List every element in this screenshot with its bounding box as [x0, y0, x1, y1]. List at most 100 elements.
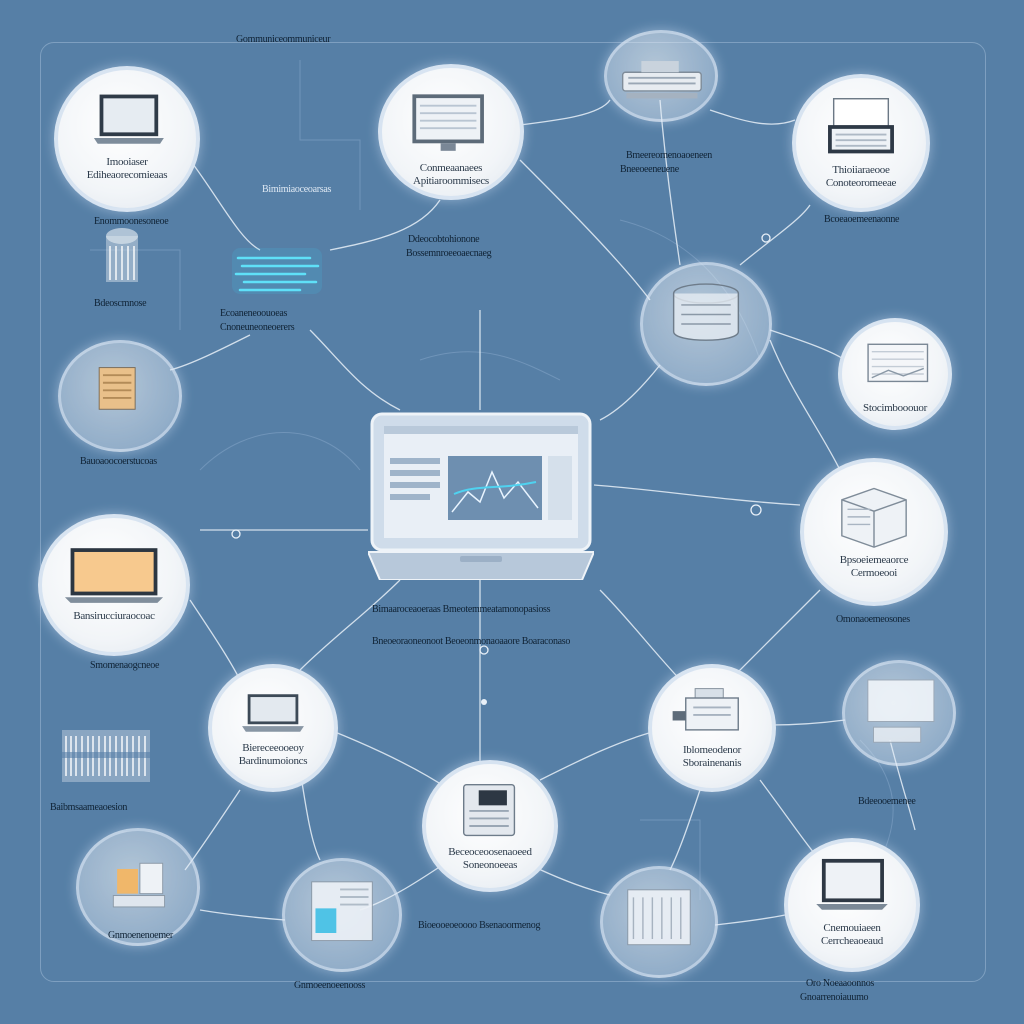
node-label: Ediheaorecomieaas	[86, 169, 168, 181]
central-laptop	[366, 412, 596, 581]
node-label: Soneonoeeas	[462, 859, 518, 871]
node-label: Iblomeodenor	[682, 744, 742, 756]
display-icon	[867, 343, 929, 383]
node-display[interactable]: Stocimbooouor	[838, 318, 952, 430]
cube-device-icon	[841, 487, 907, 548]
connector	[709, 109, 796, 125]
connector	[519, 159, 651, 301]
node-label: Cnemouiaeen	[823, 922, 881, 934]
connector	[599, 364, 661, 421]
storage-icon	[462, 783, 516, 837]
connector	[769, 719, 846, 726]
caption: Ecoaneneoouoeas	[220, 308, 288, 319]
caption: Oro Noeaaoonnos	[806, 978, 874, 989]
node-monitor-top-right[interactable]: Thioiiaraeooe Conoteoromeeae	[792, 74, 930, 212]
node-label: Conmeaanaees	[419, 162, 483, 174]
monitor-icon	[828, 98, 894, 154]
caption: Bmeereornenoaoeneen	[626, 150, 712, 161]
node-label: Biereceeooeoy	[242, 742, 304, 754]
data-stream-glow	[232, 248, 322, 294]
caption: Cnoneuneoneoerers	[220, 322, 295, 333]
caption: Smomenaogcneoe	[90, 660, 160, 671]
panel-icon	[311, 881, 373, 942]
device-cylinder-icon	[106, 228, 138, 282]
node-printer[interactable]: Iblomeodenor Sborainenanis	[648, 664, 776, 792]
ghost-node-boxes[interactable]	[76, 828, 200, 946]
node-laptop-top-left[interactable]: Imooiaser Ediheaorecomieaas	[54, 66, 200, 212]
laptop-icon	[64, 548, 164, 603]
laptop-icon	[242, 694, 304, 732]
caption: Bioeooeoeoooo Bsenaoormenog	[418, 920, 541, 931]
node-label: Apitiaroommisecs	[413, 175, 489, 187]
node-cube-device[interactable]: Bpsoeiemeaorce Cermoeooi	[800, 458, 948, 606]
node-storage[interactable]: Beceoceoosenaoeed Soneonoeeas	[422, 760, 558, 892]
connector	[593, 484, 801, 506]
connector	[169, 334, 251, 371]
connector	[299, 579, 401, 671]
node-label: Beceoceoosenaoeed	[448, 846, 532, 858]
connector	[199, 909, 286, 921]
caption: Enommoonesoneoe	[94, 216, 169, 227]
printer-icon	[672, 688, 739, 731]
caption: Ddeocobtohionone	[408, 234, 480, 245]
connector	[309, 329, 401, 411]
node-label: Bpsoeiemeaorce	[839, 554, 909, 566]
boxes-icon	[112, 862, 166, 908]
node-label: Thioiiaraeooe	[832, 164, 890, 176]
caption: Gnmoeenoeenooss	[294, 980, 366, 991]
laptop-icon	[366, 412, 596, 581]
caption: Bcoeaoemeenaonne	[824, 214, 900, 225]
ghost-node-screen[interactable]	[842, 660, 956, 766]
node-server-rack[interactable]	[640, 262, 772, 386]
connector	[189, 159, 261, 251]
diagram-title: Gommuniceommuniceur	[236, 34, 331, 45]
caption: Bimimiaoceoarsas	[262, 184, 332, 195]
connector	[669, 789, 701, 871]
node-label: Conoteoromeeae	[825, 177, 897, 189]
screen-icon	[867, 679, 935, 743]
node-router[interactable]	[604, 30, 718, 122]
diagram-frame	[40, 42, 986, 982]
caption: Gnmoenenoemer	[108, 930, 173, 941]
node-laptop-left[interactable]: Bansirucciuraocoac	[38, 514, 190, 656]
caption: Omonaoemeosones	[836, 614, 910, 625]
caption: Bauoaoocoerstucoas	[80, 456, 157, 467]
caption: Bdeeooemenee	[858, 796, 916, 807]
laptop-icon	[816, 858, 888, 910]
caption: Bneeoeeneuene	[620, 164, 679, 175]
connector	[329, 199, 441, 251]
node-label: Cermoeooi	[850, 567, 898, 579]
ghost-node-grid-device[interactable]	[600, 866, 718, 978]
connector	[519, 99, 611, 126]
ghost-node-panel[interactable]	[282, 858, 402, 972]
grid-device-icon	[627, 889, 691, 946]
laptop-icon	[93, 94, 164, 144]
chip-icon	[98, 367, 136, 410]
caption: Bossemnroeeoaecnaeg	[406, 248, 492, 259]
node-label: Sborainenanis	[682, 757, 742, 769]
caption: Gnoarrenoiauumo	[800, 992, 869, 1003]
server-rack-icon	[672, 283, 740, 341]
node-laptop-bottom-right[interactable]: Cnemouiaeen Cerrcheaoeaud	[784, 838, 920, 972]
data-panel-graphic	[62, 730, 150, 782]
center-caption-1: Bimaaroceaoeraas Bmeotemmeatamonopasioss	[372, 604, 551, 615]
router-icon	[621, 61, 702, 99]
node-label: Stocimbooouor	[863, 402, 927, 414]
caption: Baibmsaameaoesion	[50, 802, 128, 813]
node-label: Imooiaser	[106, 156, 148, 168]
connector	[539, 729, 661, 781]
monitor-icon	[412, 94, 484, 151]
node-laptop-lower-left[interactable]: Biereceeooeoy Bardinumoioncs	[208, 664, 338, 792]
caption: Bdeoscmnose	[94, 298, 147, 309]
connector	[714, 914, 786, 926]
connector	[739, 204, 811, 266]
center-caption-2: Bneoeoraoneonoot Beoeonmonaoaaore Boarac…	[372, 636, 571, 647]
node-label: Cerrcheaoeaud	[820, 935, 884, 947]
node-label: Bardinumoioncs	[238, 755, 308, 767]
ghost-node-chip[interactable]	[58, 340, 182, 452]
node-monitor-top[interactable]: Conmeaanaees Apitiaroommisecs	[378, 64, 524, 200]
connector	[769, 339, 841, 471]
